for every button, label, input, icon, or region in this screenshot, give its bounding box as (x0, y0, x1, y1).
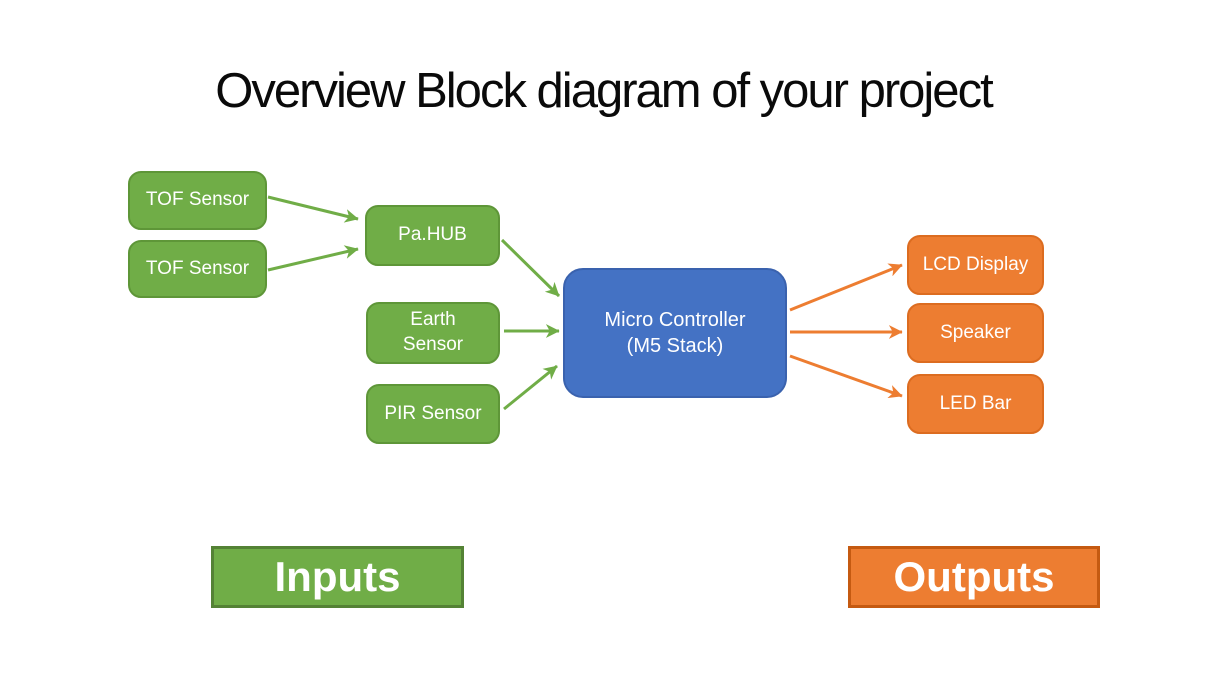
arrow-tof2-to-pahub (267, 245, 359, 272)
arrow-pahub-to-mc (500, 238, 561, 298)
node-lcd-display: LCD Display (907, 235, 1044, 295)
diagram-title: Overview Block diagram of your project (215, 64, 993, 118)
arrow-pir-to-mc (503, 364, 558, 411)
node-tof-sensor-2: TOF Sensor (128, 240, 267, 298)
arrow-mc-to-lcd (789, 263, 903, 312)
arrow-mc-to-ledbar (789, 354, 903, 399)
outputs-legend: Outputs (848, 546, 1100, 608)
node-led-bar: LED Bar (907, 374, 1044, 434)
node-earth-sensor: Earth Sensor (366, 302, 500, 364)
node-pa-hub: Pa.HUB (365, 205, 500, 266)
node-micro-controller: Micro Controller (M5 Stack) (563, 268, 787, 398)
inputs-legend: Inputs (211, 546, 464, 608)
arrow-tof1-to-pahub (267, 195, 359, 223)
node-tof-sensor-1: TOF Sensor (128, 171, 267, 230)
node-pir-sensor: PIR Sensor (366, 384, 500, 444)
node-speaker: Speaker (907, 303, 1044, 363)
